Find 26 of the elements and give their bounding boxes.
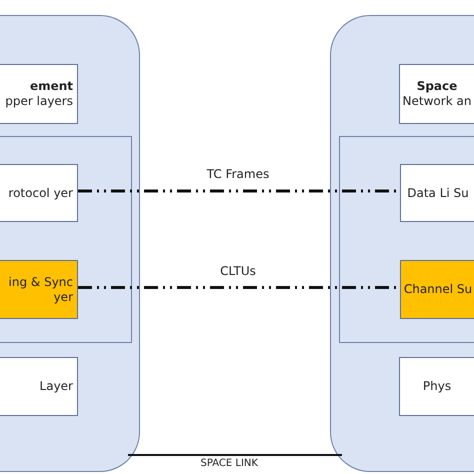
layer-box xyxy=(400,164,474,222)
layer-box xyxy=(0,64,78,124)
layer-label: rotocol yer xyxy=(7,186,73,200)
layer-label: Layer xyxy=(38,379,73,394)
layer-label: Data Li Su xyxy=(406,186,470,200)
layer-label: pper layers xyxy=(4,94,73,109)
layer-box xyxy=(0,260,78,319)
layer-box xyxy=(400,260,474,319)
layer-box xyxy=(399,64,474,124)
layer-heading: ement xyxy=(28,79,73,94)
layer-label: Channel Su xyxy=(403,282,473,297)
layer-label: Phys xyxy=(422,379,452,394)
connector-line xyxy=(78,190,398,192)
device-panel xyxy=(330,15,474,472)
layer-label: Network an xyxy=(402,94,472,109)
connector-line xyxy=(78,286,398,289)
layer-box xyxy=(399,357,474,416)
layer-label: ing & Sync yer xyxy=(8,274,73,304)
sublayer-panel xyxy=(0,136,132,343)
layer-box xyxy=(0,164,78,222)
connector-line xyxy=(128,454,342,456)
layer-heading: Space xyxy=(416,79,458,94)
sublayer-panel xyxy=(339,136,474,343)
device-panel xyxy=(0,15,140,472)
edge-label: SPACE LINK xyxy=(200,458,259,469)
layer-box xyxy=(0,357,78,416)
